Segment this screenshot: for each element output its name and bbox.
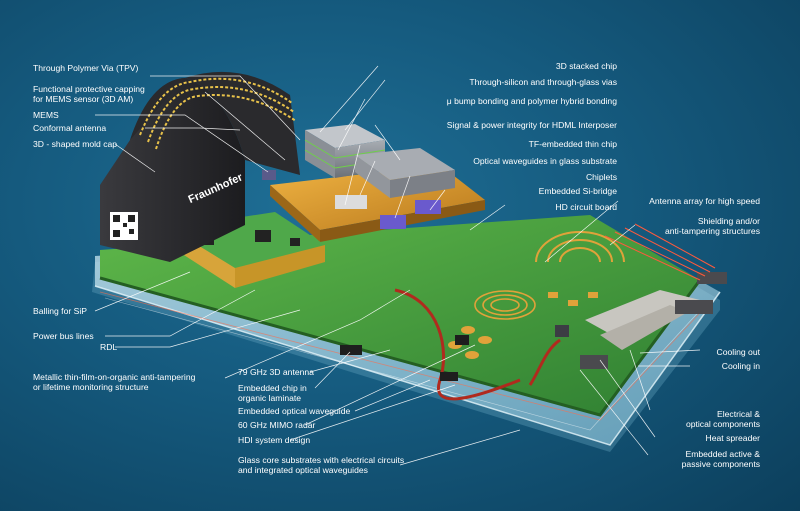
label-3d-stacked-chip: 3D stacked chip: [555, 61, 617, 71]
embedded-chip-2: [340, 345, 362, 355]
label-hdi: HDI system design: [238, 435, 311, 445]
label-ubump: μ bump bonding and polymer hybrid bondin…: [446, 96, 617, 106]
label-power-bus: Power bus lines: [33, 331, 94, 341]
label-shielding: Shielding and/or anti-tampering structur…: [664, 216, 760, 236]
label-si-bridge: Embedded Si-bridge: [538, 186, 617, 196]
label-metallic: Metallic thin-film-on-organic anti-tampe…: [33, 372, 196, 392]
label-hd-circuit-board: HD circuit board: [555, 202, 617, 212]
cooling-block-3: [580, 355, 608, 369]
mold-cap: [100, 71, 300, 262]
label-embedded-waveguide: Embedded optical waveguide: [238, 406, 351, 416]
leader-lines: [94, 65, 701, 466]
label-cooling-out: Cooling out: [716, 347, 760, 357]
label-optical-waveguides-glass: Optical waveguides in glass substrate: [473, 156, 617, 166]
label-signal-integrity: Signal & power integrity for HDML Interp…: [446, 120, 617, 130]
label-conformal-antenna: Conformal antenna: [33, 123, 107, 133]
chiplets-block: [355, 148, 455, 198]
mems-sensor: [262, 170, 276, 180]
label-embedded-active: Embedded active & passive components: [681, 449, 760, 469]
radar-spiral: [474, 290, 536, 320]
cooling-block-1: [675, 300, 713, 314]
label-heat-spreader: Heat spreader: [705, 433, 760, 443]
label-mems: MEMS: [33, 110, 59, 120]
label-chiplets: Chiplets: [585, 172, 617, 182]
label-antenna-array: Antenna array for high speed: [649, 196, 760, 206]
mimo-pads: [448, 292, 598, 359]
cooling-block-2: [697, 272, 727, 284]
embedded-chip: [455, 335, 469, 345]
antenna-array: [535, 231, 625, 263]
label-mold-cap: 3D - shaped mold cap: [33, 139, 118, 149]
label-79ghz-antenna: 79 GHz 3D antenna: [238, 367, 314, 377]
label-embedded-chip: Embedded chip in organic laminate: [238, 383, 307, 403]
label-tf-thin-chip: TF-embedded thin chip: [528, 139, 617, 149]
label-electrical-optical: Electrical & optical components: [685, 409, 760, 429]
heat-spreader: [580, 272, 727, 369]
label-rdl: RDL: [100, 342, 118, 352]
label-mimo-radar: 60 GHz MIMO radar: [238, 420, 316, 430]
label-balling: Balling for SiP: [33, 306, 87, 316]
label-tpv: Through Polymer Via (TPV): [33, 63, 139, 73]
label-tsv: Through-silicon and through-glass vias: [469, 77, 617, 87]
label-capping: Functional protective capping for MEMS s…: [33, 84, 145, 104]
shielding-lines: [604, 223, 716, 281]
label-cooling-in: Cooling in: [721, 361, 760, 371]
label-glass-core: Glass core substrates with electrical ci…: [238, 455, 405, 475]
electro-optical-component: [555, 325, 569, 337]
conformal-antenna-trace: [139, 77, 293, 136]
